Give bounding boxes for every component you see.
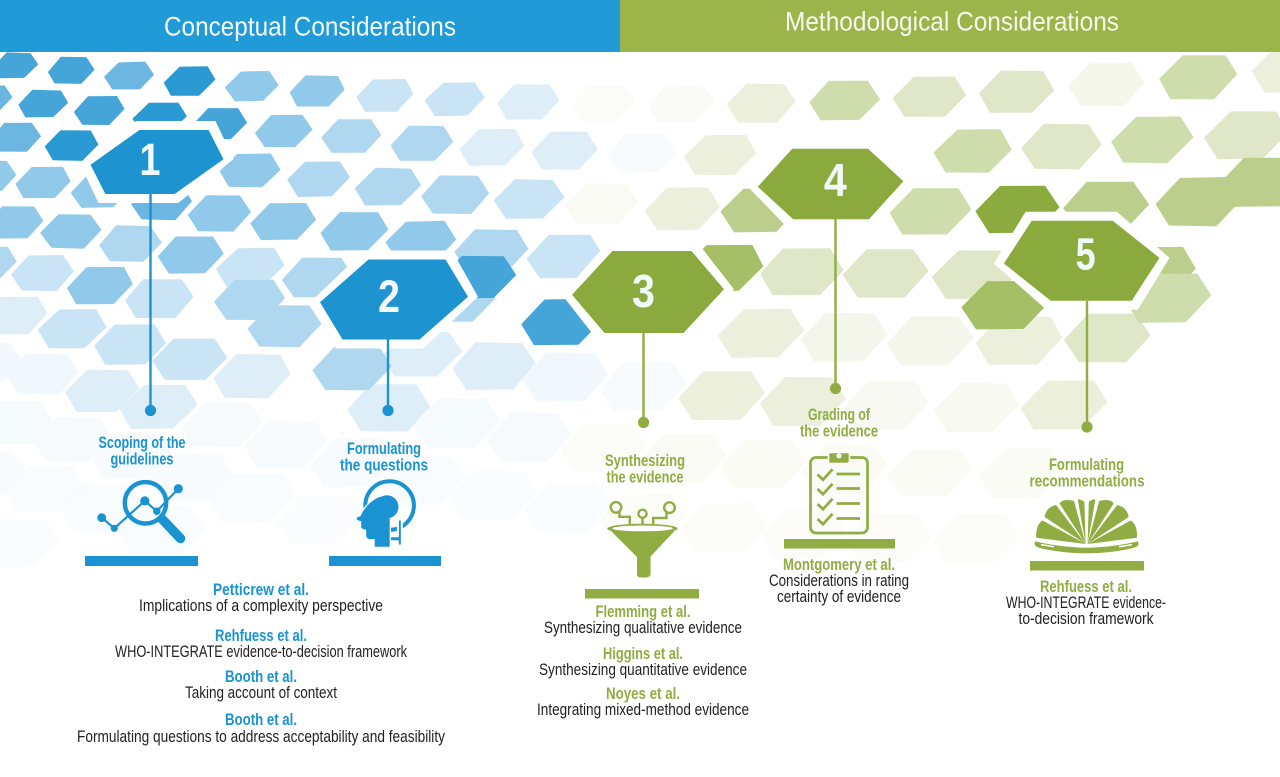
svg-text:Booth et al.: Booth et al. — [225, 711, 297, 729]
svg-text:Higgins et al.: Higgins et al. — [603, 645, 683, 663]
svg-text:Conceptual Considerations: Conceptual Considerations — [164, 12, 456, 42]
svg-text:the evidence: the evidence — [607, 469, 684, 487]
svg-text:Montgomery et al.: Montgomery et al. — [783, 556, 895, 574]
svg-text:guidelines: guidelines — [111, 451, 174, 469]
svg-text:Rehfuess et al.: Rehfuess et al. — [215, 627, 307, 645]
svg-text:Methodological Considerations: Methodological Considerations — [785, 7, 1119, 37]
svg-text:Taking account of context: Taking account of context — [185, 683, 337, 702]
svg-text:Grading of: Grading of — [808, 406, 870, 424]
svg-text:3: 3 — [632, 265, 655, 317]
svg-text:certainty of evidence: certainty of evidence — [777, 587, 901, 606]
svg-text:WHO-INTEGRATE evidence-to-deci: WHO-INTEGRATE evidence-to-decision frame… — [115, 642, 407, 661]
svg-text:Formulating questions to addre: Formulating questions to address accepta… — [77, 727, 445, 746]
svg-text:Integrating mixed-method evide: Integrating mixed-method evidence — [537, 700, 749, 719]
svg-text:Rehfuess et al.: Rehfuess et al. — [1040, 578, 1132, 596]
svg-text:4: 4 — [824, 154, 847, 206]
svg-text:Booth et al.: Booth et al. — [225, 668, 297, 686]
svg-text:Synthesizing: Synthesizing — [605, 452, 685, 470]
svg-text:2: 2 — [378, 271, 400, 322]
svg-text:to-decision framework: to-decision framework — [1019, 609, 1154, 628]
svg-text:WHO-INTEGRATE evidence-: WHO-INTEGRATE evidence- — [1006, 593, 1166, 612]
svg-text:Formulating: Formulating — [347, 440, 421, 458]
svg-text:the questions: the questions — [340, 457, 428, 475]
svg-text:recommendations: recommendations — [1030, 473, 1145, 491]
svg-text:Scoping of the: Scoping of the — [99, 434, 186, 452]
svg-text:the evidence: the evidence — [800, 423, 878, 441]
svg-text:Petticrew et al.: Petticrew et al. — [213, 581, 309, 599]
svg-text:Synthesizing qualitative evide: Synthesizing qualitative evidence — [544, 618, 742, 637]
svg-text:Formulating: Formulating — [1049, 456, 1124, 474]
svg-text:1: 1 — [140, 134, 161, 185]
svg-text:5: 5 — [1076, 228, 1096, 279]
svg-text:Considerations in rating: Considerations in rating — [769, 571, 909, 590]
svg-text:Implications of a complexity p: Implications of a complexity perspective — [139, 596, 383, 615]
svg-text:Flemming et al.: Flemming et al. — [596, 603, 691, 621]
svg-text:Noyes et al.: Noyes et al. — [606, 685, 680, 703]
svg-text:Synthesizing quantitative evid: Synthesizing quantitative evidence — [539, 660, 747, 679]
